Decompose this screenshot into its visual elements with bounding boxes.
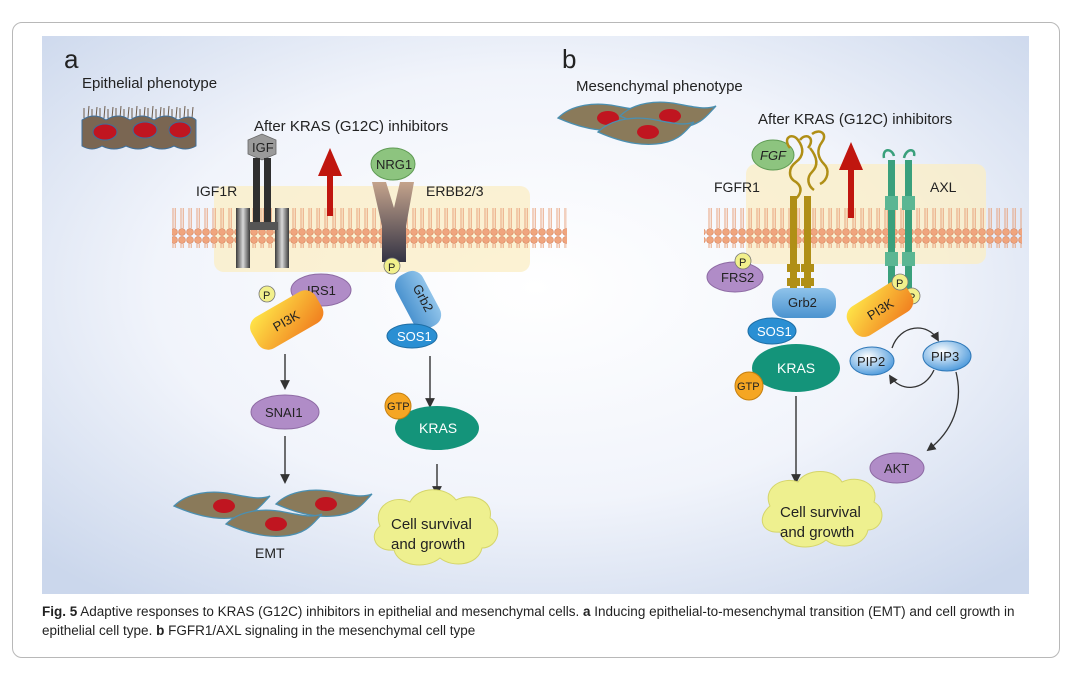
panel-a-gtp: [384, 392, 412, 420]
panel-b-grb2-label: Grb2: [788, 295, 817, 310]
fgfr1-label: FGFR1: [714, 179, 760, 195]
panel-b-after-label: After KRAS (G12C) inhibitors: [758, 111, 952, 128]
panel-a-phospho-pi3k-label: P: [263, 290, 270, 302]
axl-label: AXL: [930, 179, 957, 195]
panel-b-sos1: [747, 317, 797, 345]
panel-b-survival-line1: Cell survival: [780, 504, 861, 521]
panel-a-kras-label: KRAS: [419, 420, 457, 436]
caption-text-1: Adaptive responses to KRAS (G12C) inhibi…: [77, 604, 584, 619]
panel-a-phospho-erbb: [383, 257, 401, 275]
panel-a-phenotype: Epithelial phenotype: [82, 75, 217, 92]
panel-b-phospho-pi3k-label: P: [896, 278, 903, 290]
panel-a-survival-cloud: [373, 489, 499, 566]
panel-a-sos1: [386, 323, 438, 349]
arrow-pip3-pip2: [889, 369, 935, 388]
panel-b-survival-line2: and growth: [780, 524, 854, 541]
panel-b-gtp-label: GTP: [737, 381, 760, 393]
fgf-label: FGF: [760, 148, 787, 163]
pip2-node: [849, 346, 895, 376]
arrow-pip3-akt: [926, 371, 960, 452]
panel-a-survival-line2: and growth: [391, 536, 465, 553]
panel-b-phenotype: Mesenchymal phenotype: [576, 78, 743, 95]
panel-b-phospho-frs2-label: P: [739, 257, 746, 269]
panel-b-phospho-pi3k: [891, 273, 909, 291]
panel-a-letter: a: [64, 44, 79, 74]
panel-b-letter: b: [562, 44, 576, 74]
panel-b-kras: [752, 344, 840, 392]
panel-a-phospho-pi3k: [258, 285, 276, 303]
panel-a-increase-arrow-icon: [318, 148, 342, 216]
erbb-receptor: [372, 182, 414, 262]
akt-node: [869, 452, 925, 484]
nrg1-node: [370, 147, 416, 181]
pip2-label: PIP2: [857, 354, 885, 369]
igf1r-label: IGF1R: [196, 183, 237, 199]
figure-panels: a Epithelial phenotype After KRAS (G12C)…: [42, 36, 1029, 594]
panel-b-cell-membrane: [704, 208, 1022, 248]
snai1-label: SNAI1: [265, 405, 303, 420]
panel-a-kras: [395, 406, 479, 450]
caption-text-3: FGFR1/AXL signaling in the mesenchymal c…: [164, 623, 476, 638]
panel-a-grb2: [394, 270, 442, 330]
igf-label: IGF: [252, 140, 274, 155]
figure-caption: Fig. 5 Adaptive responses to KRAS (G12C)…: [42, 602, 1032, 640]
axl-receptor: [882, 149, 916, 296]
akt-label: AKT: [884, 461, 909, 476]
fgfr1-transmembrane: [787, 196, 814, 290]
pip3-node: [922, 340, 972, 372]
panel-a-cell-membrane: [172, 208, 567, 248]
frs2-label: FRS2: [721, 270, 754, 285]
panel-a-after-label: After KRAS (G12C) inhibitors: [254, 118, 448, 135]
panel-b-pi3k: [846, 281, 914, 337]
panel-a-pi3k: [250, 290, 324, 350]
emt-label: EMT: [255, 545, 285, 561]
igf1r-receptor: [236, 133, 289, 268]
fgf-node: [751, 139, 795, 171]
panel-b-survival-cloud: [761, 471, 883, 548]
caption-text-2: Inducing epithelial-to-mesenchymal trans…: [42, 604, 1015, 638]
caption-a: a: [583, 604, 591, 619]
panel-b-kras-label: KRAS: [777, 360, 815, 376]
caption-label: Fig. 5: [42, 604, 78, 619]
caption-b: b: [156, 623, 165, 638]
panel-a-phospho-erbb-label: P: [388, 262, 395, 274]
panel-a-survival-line1: Cell survival: [391, 516, 472, 533]
panel-b-gtp: [734, 371, 764, 401]
panel-b-grb2: [772, 288, 836, 318]
panel-b-sos1-label: SOS1: [757, 324, 792, 339]
nrg1-label: NRG1: [376, 157, 412, 172]
pip3-label: PIP3: [931, 349, 959, 364]
snai1-node: [250, 394, 320, 430]
epithelial-cells-icon: [81, 105, 197, 150]
panel-b-phospho-frs2: [734, 252, 752, 270]
fgfr1-receptor: [785, 130, 829, 202]
panel-b-increase-arrow-icon: [839, 142, 863, 218]
erbb-label: ERBB2/3: [426, 183, 484, 199]
panel-a-sos1-label: SOS1: [397, 329, 432, 344]
panel-a-gtp-label: GTP: [387, 401, 410, 413]
arrow-pip2-pip3: [891, 327, 939, 349]
